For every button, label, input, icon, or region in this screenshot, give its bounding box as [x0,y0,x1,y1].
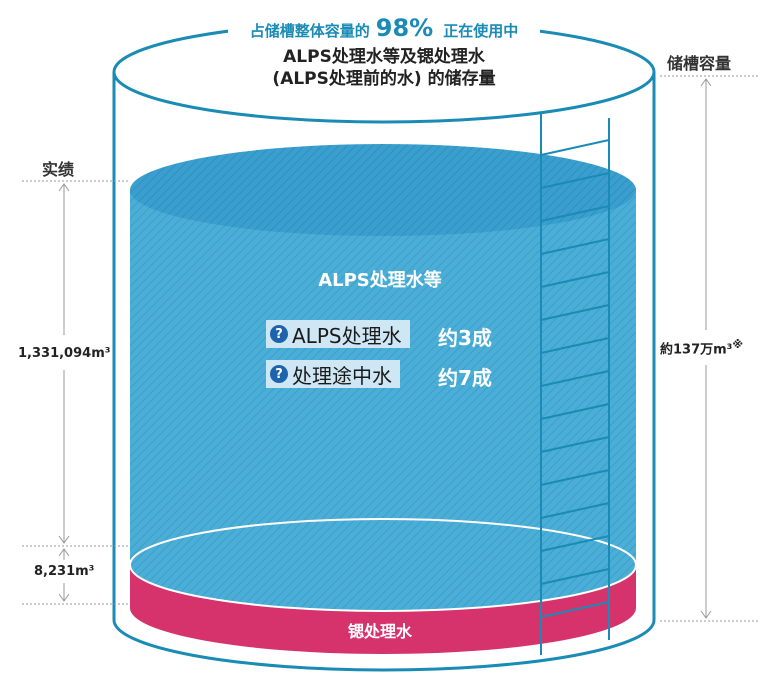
banner-background [228,12,540,42]
alps-water-label: ALPS处理水等 [318,270,442,291]
actual-dimension-lines [22,180,128,605]
capacity-note-mark: ※ [732,338,744,351]
banner-prefix: 占储槽整体容量的 [249,22,370,40]
breakdown-alps-treated-ratio: 约3成 [438,326,492,350]
breakdown-in-process[interactable]: ? 处理途中水 [266,360,400,388]
title-line-1: ALPS处理水等及锶处理水 [283,47,485,67]
capacity-label: 储槽容量 [667,54,732,73]
strontium-water-label: 锶处理水 [347,622,412,641]
question-circle-icon[interactable]: ? [270,325,288,343]
capacity-volume-value: 約137万m³ [660,342,733,358]
tank-ladder [540,112,610,655]
breakdown-in-process-ratio: 约7成 [438,366,492,390]
breakdown-alps-treated-label: ALPS处理水 [292,323,402,348]
question-circle-icon[interactable]: ? [270,365,288,383]
banner-suffix: 正在使用中 [443,22,519,40]
actual-label: 实绩 [42,160,75,179]
capacity-dimension-lines [660,75,760,622]
title-line-2: (ALPS处理前的水) 的储存量 [272,69,496,89]
breakdown-in-process-label: 处理途中水 [292,363,392,388]
breakdown-alps-treated[interactable]: ? ALPS处理水 [266,320,410,348]
capacity-volume: 約137万m³※ [660,338,743,357]
diagram-title: ALPS处理水等及锶处理水 (ALPS处理前的水) 的储存量 [214,46,554,90]
sr-volume-value: 8,231m³ [34,564,95,579]
usage-banner: 占储槽整体容量的 98% 正在使用中 [232,14,536,42]
alps-volume-value: 1,331,094m³ [18,346,111,361]
alps-water-body [129,144,637,612]
banner-percent: 98% [375,14,434,42]
